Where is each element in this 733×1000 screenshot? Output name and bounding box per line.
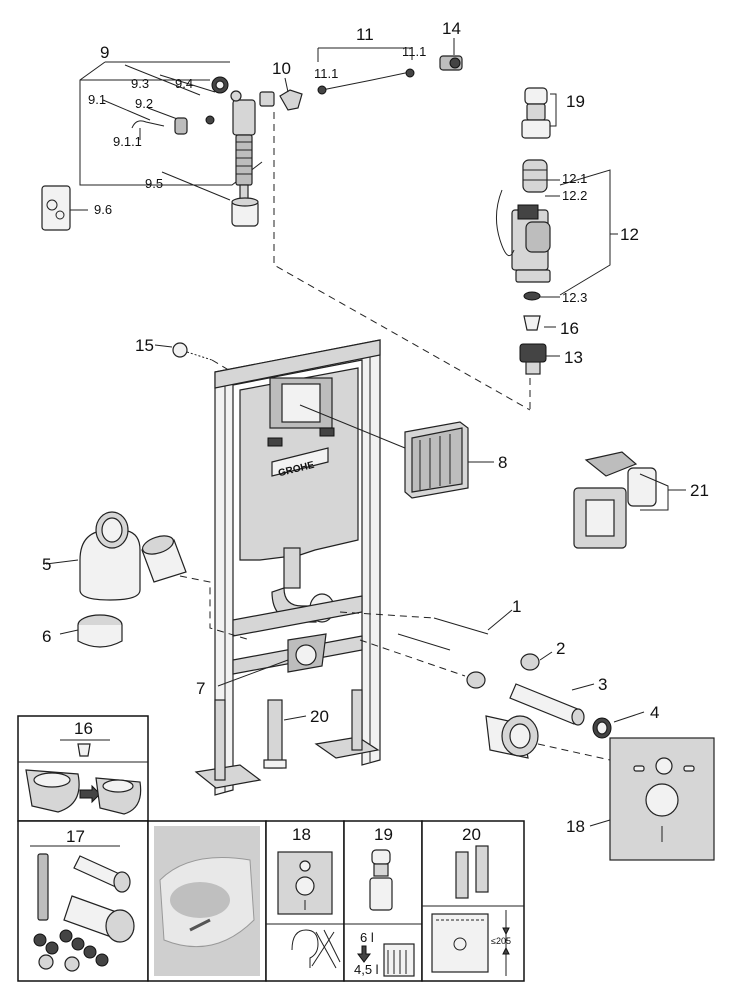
wall-bracket-pair-icon xyxy=(455,845,489,899)
label-11-1-left: 11.1 xyxy=(314,66,338,81)
angle-valve xyxy=(279,77,303,111)
label-9: 9 xyxy=(100,43,109,62)
accessory-set-icon xyxy=(33,853,135,972)
label-18: 18 xyxy=(566,817,585,836)
label-20: 20 xyxy=(310,707,329,726)
label-1: 1 xyxy=(512,597,521,616)
fill-valve-group xyxy=(79,61,275,227)
label-11: 11 xyxy=(356,25,374,44)
stop-valve xyxy=(439,38,463,71)
label-12: 12 xyxy=(620,225,639,244)
flush-valve-insert-icon xyxy=(369,849,393,911)
label-16: 16 xyxy=(560,319,579,338)
screw-bag-icon xyxy=(41,185,88,231)
sound-insulation-pad xyxy=(589,737,715,861)
connection-hose xyxy=(317,47,415,95)
label-10: 10 xyxy=(272,59,291,78)
protective-box xyxy=(299,404,494,499)
wall-brackets xyxy=(263,699,307,769)
panel-20-dimension: ≤205 xyxy=(491,936,511,946)
toilet-photo xyxy=(154,826,260,976)
panel-20-title: 20 xyxy=(462,825,481,844)
flush-valve-group xyxy=(496,87,618,375)
flush-frame-kit xyxy=(573,451,686,549)
panel-17-title: 17 xyxy=(66,827,85,846)
flush-bend xyxy=(45,511,141,648)
insulation-pad-icon xyxy=(277,851,333,915)
label-9-2: 9.2 xyxy=(135,96,153,111)
label-9-1-1: 9.1.1 xyxy=(113,134,142,149)
label-3: 3 xyxy=(598,675,607,694)
label-19: 19 xyxy=(566,92,585,111)
frame-dimension-icon xyxy=(431,910,510,976)
panel-16-title: 16 xyxy=(74,719,93,738)
label-15: 15 xyxy=(135,336,154,355)
label-9-1: 9.1 xyxy=(88,92,106,107)
label-2: 2 xyxy=(556,639,565,658)
label-6: 6 xyxy=(42,627,51,646)
panel-18-title: 18 xyxy=(292,825,311,844)
ear-sound-icon xyxy=(291,929,341,969)
panel-19-volume-4-5: 4,5 l xyxy=(354,962,379,977)
panel-19-title: 19 xyxy=(374,825,393,844)
label-11-1-right: 11.1 xyxy=(402,44,426,59)
label-12-3: 12.3 xyxy=(562,290,587,305)
label-14: 14 xyxy=(442,19,461,38)
mounting-bolts xyxy=(339,609,553,689)
arrow-down-icon xyxy=(357,945,371,963)
label-13: 13 xyxy=(564,348,583,367)
label-9-5: 9.5 xyxy=(145,176,163,191)
label-7: 7 xyxy=(196,679,205,698)
label-12-2: 12.2 xyxy=(562,188,587,203)
toilet-compare-icon xyxy=(25,769,142,815)
cistern-level-icon xyxy=(383,943,415,977)
label-4: 4 xyxy=(650,703,659,722)
label-9-6: 9.6 xyxy=(94,202,112,217)
label-21: 21 xyxy=(690,481,709,500)
label-12-1: 12.1 xyxy=(562,171,587,186)
wall-anchor xyxy=(154,342,213,361)
label-8: 8 xyxy=(498,453,507,472)
label-9-4: 9.4 xyxy=(175,76,193,91)
installation-frame xyxy=(194,339,381,796)
connector-sleeve xyxy=(141,535,187,583)
connection-pipe xyxy=(485,683,645,759)
label-5: 5 xyxy=(42,555,51,574)
seal-icon xyxy=(77,743,91,757)
label-9-3: 9.3 xyxy=(131,76,149,91)
panel-19-volume-6: 6 l xyxy=(360,930,374,945)
